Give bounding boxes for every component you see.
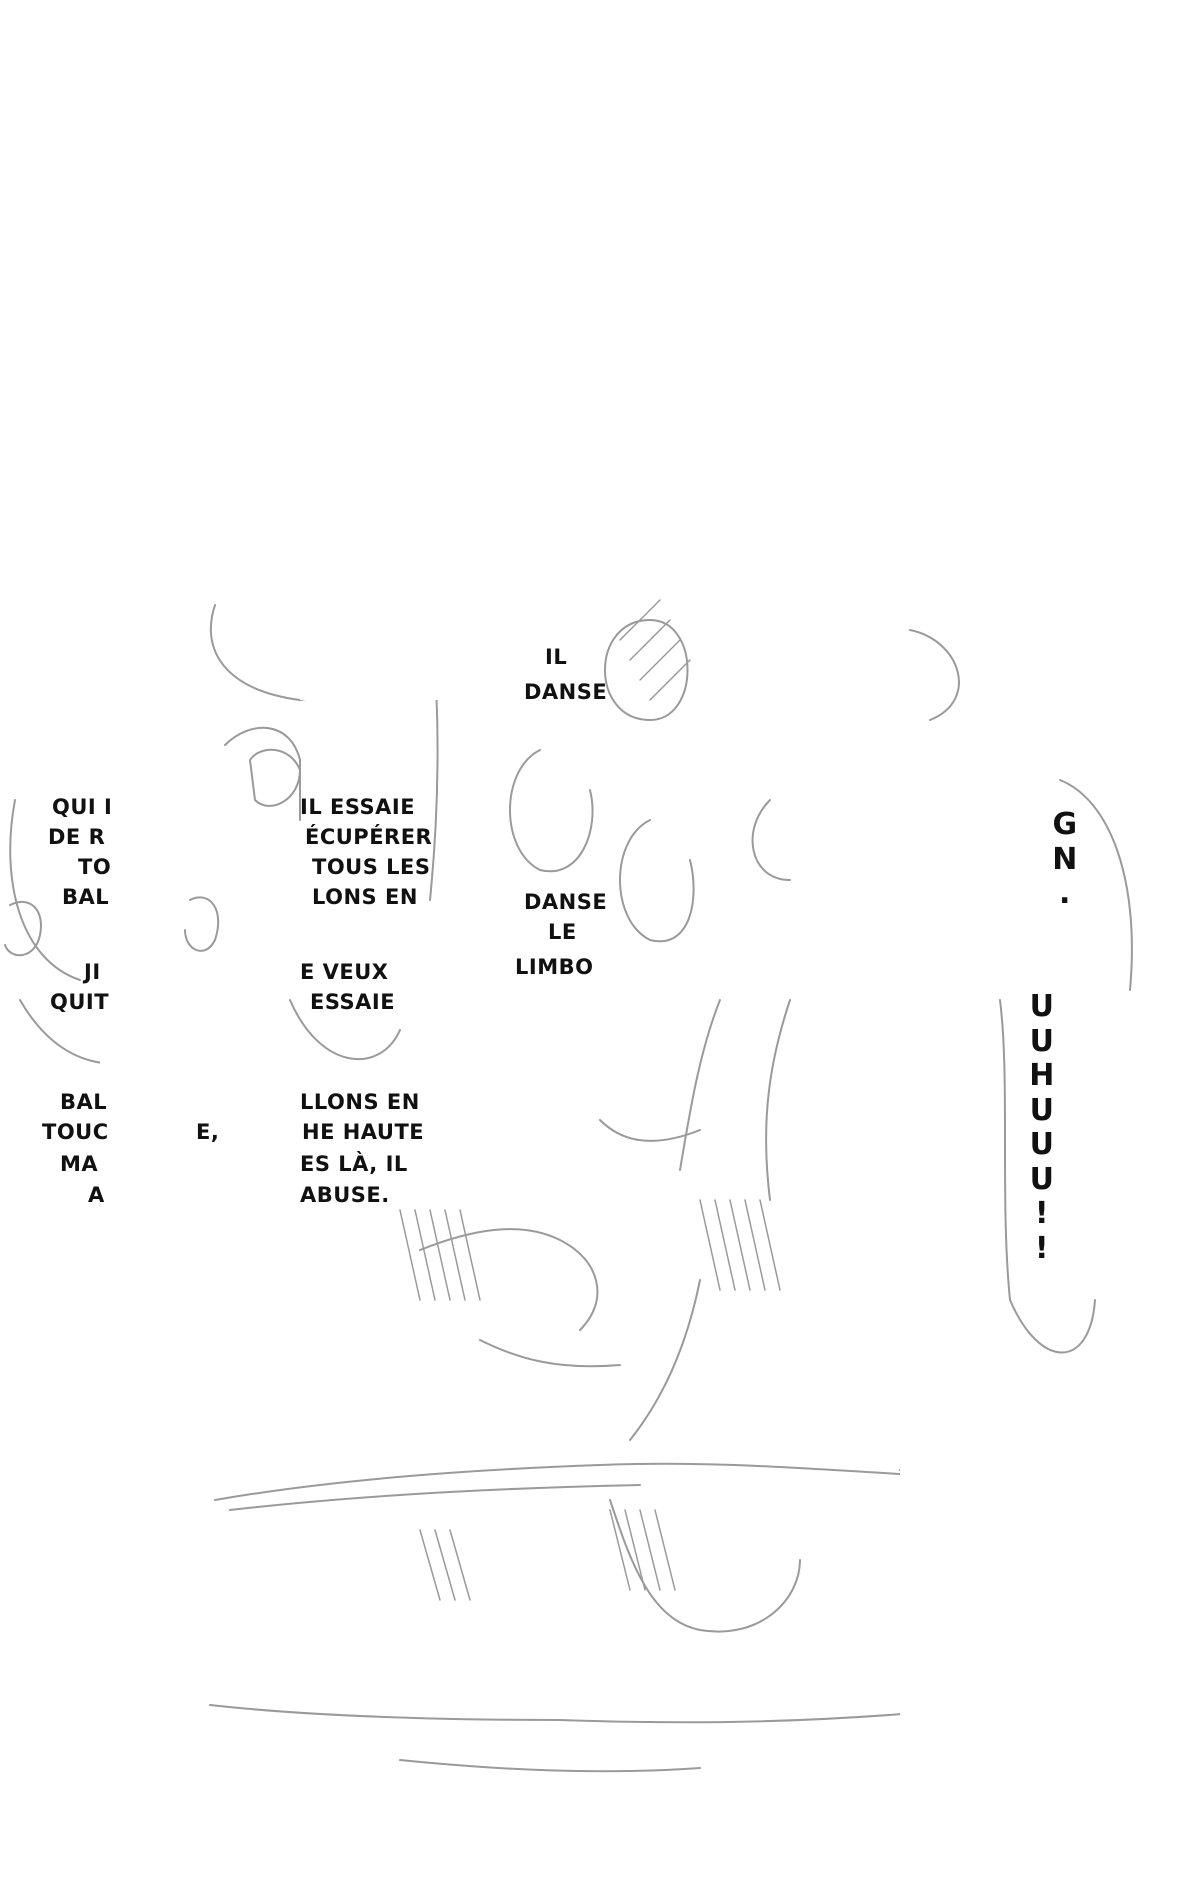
hatching-2 (699, 1199, 781, 1291)
text-he-haute: HE HAUTE (302, 1120, 425, 1144)
lower-figure (609, 1499, 801, 1633)
text-to: TO (78, 855, 112, 879)
text-danse-partial: DANSE (524, 680, 608, 704)
text-lons-en: LONS EN (312, 885, 418, 909)
text-essaie-partial: ESSAIE (310, 990, 396, 1014)
sfx-letter: ! (1034, 1230, 1050, 1266)
sfx-letter: U (1029, 1092, 1055, 1128)
round-shape-3 (509, 749, 594, 873)
text-il: IL (545, 645, 568, 669)
right-bubble (1059, 779, 1133, 991)
sfx-letter: U (1029, 1161, 1055, 1197)
sfx-letter: N (1052, 841, 1078, 877)
hood-outline (224, 726, 301, 821)
text-touc: TOUC (42, 1120, 109, 1144)
mid-face (184, 896, 220, 952)
figure-line-3 (599, 1119, 701, 1142)
text-ji: JI (84, 960, 101, 984)
sfx-letter: ! (1034, 1196, 1050, 1231)
hatching-5 (619, 599, 691, 701)
figure-line-1 (679, 999, 721, 1171)
text-a: A (88, 1183, 105, 1207)
left-bubble (9, 799, 81, 981)
bubble-outline-top-left (209, 604, 301, 701)
round-shape-1 (604, 619, 689, 722)
round-shape-2 (909, 629, 960, 721)
text-limbo: LIMBO (515, 955, 594, 979)
sfx-letter: . (1059, 876, 1071, 911)
text-qui-i: QUI I (52, 795, 113, 819)
round-shape-5 (751, 799, 791, 881)
figure-leg (629, 1279, 701, 1441)
sfx-letter: U (1029, 1127, 1055, 1162)
text-es-la-il: ES LÀ, IL (300, 1152, 408, 1176)
left-face (4, 900, 42, 957)
text-le: LE (548, 920, 577, 944)
sfx-letter: G (1052, 807, 1078, 842)
text-ballons-en: LLONS EN (300, 1090, 420, 1114)
text-quit: QUIT (50, 990, 110, 1014)
text-bal: BAL (62, 885, 110, 909)
tile-masks (0, 600, 1200, 1880)
sfx-letter: U (1029, 1023, 1055, 1059)
sfx-vertical-bottom: U U H U U U ! ! (1022, 989, 1062, 1266)
text-danse-lower: DANSE (524, 890, 608, 914)
text-ma: MA (60, 1152, 99, 1176)
floor-line (209, 1704, 951, 1724)
hatching-1 (399, 1209, 481, 1301)
figure-body (419, 1228, 599, 1331)
sfx-letter: H (1029, 1058, 1055, 1093)
text-e-veux: E VEUX (300, 960, 389, 984)
figure-line-2 (765, 999, 791, 1201)
hatching-4 (419, 1529, 471, 1601)
text-e-comma: E, (196, 1120, 220, 1144)
sfx-vertical-top: G N . (1045, 807, 1085, 912)
text-de-r: DE R (48, 825, 106, 849)
ground-line-2 (229, 1484, 641, 1511)
text-bal-2: BAL (60, 1090, 108, 1114)
floor-line-2 (399, 1759, 701, 1773)
arm-line (479, 1339, 621, 1368)
round-shape-4 (619, 819, 695, 943)
text-tous-les: TOUS LES (312, 855, 431, 879)
hatching-3 (609, 1509, 676, 1591)
bubble-bottom-mid (289, 999, 401, 1061)
text-il-essaie: IL ESSAIE (300, 795, 416, 819)
sfx-letter: U (1029, 989, 1055, 1024)
text-abuse: ABUSE. (300, 1183, 390, 1207)
text-recuperer: ÉCUPÉRER (305, 825, 433, 849)
right-bubble-lower (999, 999, 1096, 1354)
face-sketch (248, 748, 302, 807)
ground-line-1 (214, 1462, 1001, 1501)
